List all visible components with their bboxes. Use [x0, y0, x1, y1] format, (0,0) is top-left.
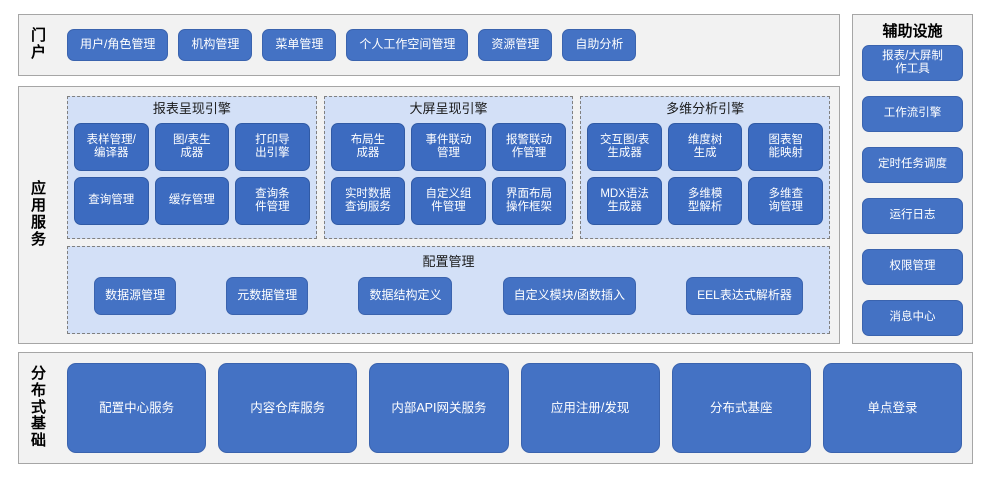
- engine-multidimensional-analysis: 多维分析引擎 交互图/表 生成器 维度树 生成 图表智 能映射 MDX语法 生成…: [580, 96, 831, 239]
- config-management-group: 配置管理 数据源管理 元数据管理 数据结构定义 自定义模块/函数插入 EEL表达…: [67, 246, 830, 334]
- config-item-eel-expression-parser[interactable]: EEL表达式解析器: [686, 277, 803, 315]
- engine-large-screen-rendering: 大屏呈现引擎 布局生 成器 事件联动 管理 报警联动 作管理 实时数据 查询服务…: [323, 96, 574, 239]
- portal-item-menu[interactable]: 菜单管理: [262, 29, 337, 61]
- dist-item-distributed-base[interactable]: 分布式基座: [671, 363, 811, 453]
- dist-item-internal-api-gateway-service[interactable]: 内部API网关服务: [369, 363, 509, 453]
- dist-item-single-sign-on[interactable]: 单点登录: [822, 363, 963, 453]
- distributed-foundation-layer-label: 分 布 式 基 础: [19, 353, 59, 463]
- app-label-char-2: 服: [30, 214, 47, 231]
- aux-item-message-center[interactable]: 消息中心: [862, 300, 963, 336]
- engine-multidimensional-analysis-title: 多维分析引擎: [666, 101, 745, 116]
- aux-item-runtime-log[interactable]: 运行日志: [862, 198, 963, 234]
- engine1-item-cache-management[interactable]: 缓存管理: [154, 176, 230, 225]
- app-label-char-3: 务: [30, 230, 47, 248]
- portal-layer-panel: 门 户 用户/角色管理 机构管理 菜单管理 个人工作空间管理 资源管理 自助分析: [18, 14, 840, 76]
- application-services-layer-panel: 应 用 服 务 报表呈现引擎 表样管理/ 编译器 图/表生 成器 打印导 出引擎…: [18, 86, 840, 344]
- portal-item-self-service-analysis[interactable]: 自助分析: [562, 29, 637, 61]
- aux-item-report-dashboard-tool[interactable]: 报表/大屏制 作工具: [862, 45, 963, 81]
- dist-item-content-repository-service[interactable]: 内容仓库服务: [218, 363, 358, 453]
- config-management-row: 数据源管理 元数据管理 数据结构定义 自定义模块/函数插入 EEL表达式解析器: [74, 276, 823, 316]
- engine1-item-query-management[interactable]: 查询管理: [74, 176, 149, 225]
- engine2-item-event-linkage-management[interactable]: 事件联动 管理: [411, 122, 486, 171]
- engine2-item-custom-component-management[interactable]: 自定义组 件管理: [411, 176, 486, 225]
- engine3-item-mdx-syntax-generator[interactable]: MDX语法 生成器: [587, 176, 662, 225]
- dist-label-char-1: 布: [30, 381, 47, 399]
- engine3-item-dimension-tree-generation[interactable]: 维度树 生成: [667, 122, 743, 171]
- portal-label-char-1: 户: [30, 44, 47, 61]
- portal-item-workspace[interactable]: 个人工作空间管理: [346, 29, 469, 61]
- engine-large-screen-rendering-grid: 布局生 成器 事件联动 管理 报警联动 作管理 实时数据 查询服务 自定义组 件…: [330, 122, 567, 225]
- config-item-data-structure-definition[interactable]: 数据结构定义: [358, 277, 453, 315]
- engine3-item-multidim-query-management[interactable]: 多维查 询管理: [748, 176, 823, 225]
- auxiliary-item-list: 报表/大屏制 作工具 工作流引擎 定时任务调度 运行日志 权限管理 消息中心: [862, 45, 963, 336]
- engine-report-rendering-grid: 表样管理/ 编译器 图/表生 成器 打印导 出引擎 查询管理 缓存管理 查询条 …: [74, 122, 310, 225]
- dist-label-char-0: 分: [30, 365, 47, 382]
- engine3-item-interactive-chart-generator[interactable]: 交互图/表 生成器: [587, 122, 662, 171]
- auxiliary-panel-title: 辅助设施: [882, 23, 943, 40]
- engine-large-screen-rendering-title: 大屏呈现引擎: [409, 101, 488, 116]
- dist-item-app-registry-discovery[interactable]: 应用注册/发现: [520, 363, 660, 453]
- app-label-char-1: 用: [30, 197, 47, 215]
- aux-item-scheduled-task[interactable]: 定时任务调度: [862, 147, 963, 183]
- auxiliary-facilities-panel: 辅助设施 报表/大屏制 作工具 工作流引擎 定时任务调度 运行日志 权限管理 消…: [852, 14, 973, 344]
- engine3-item-multidim-model-parsing[interactable]: 多维模 型解析: [667, 176, 743, 225]
- aux-item-workflow-engine[interactable]: 工作流引擎: [862, 96, 963, 132]
- dist-item-config-center-service[interactable]: 配置中心服务: [67, 363, 207, 453]
- engine-multidimensional-analysis-grid: 交互图/表 生成器 维度树 生成 图表智 能映射 MDX语法 生成器 多维模 型…: [587, 122, 823, 225]
- config-item-metadata-management[interactable]: 元数据管理: [226, 277, 309, 315]
- dist-label-char-3: 基: [30, 415, 47, 433]
- application-services-layer-label: 应 用 服 务: [19, 87, 59, 343]
- engine1-item-template-compiler[interactable]: 表样管理/ 编译器: [74, 122, 149, 171]
- engine1-item-query-condition-management[interactable]: 查询条 件管理: [235, 176, 310, 225]
- aux-item-permission-management[interactable]: 权限管理: [862, 249, 963, 285]
- distributed-foundation-item-row: 配置中心服务 内容仓库服务 内部API网关服务 应用注册/发现 分布式基座 单点…: [67, 363, 963, 453]
- engine2-item-ui-layout-framework[interactable]: 界面布局 操作框架: [491, 176, 567, 225]
- portal-item-user-role[interactable]: 用户/角色管理: [67, 29, 169, 61]
- app-label-char-0: 应: [30, 180, 47, 198]
- engine1-item-chart-table-generator[interactable]: 图/表生 成器: [154, 122, 230, 171]
- engine3-item-chart-smart-mapping[interactable]: 图表智 能映射: [748, 122, 823, 171]
- engine2-item-alarm-action-management[interactable]: 报警联动 作管理: [491, 122, 567, 171]
- engine-report-rendering-title: 报表呈现引擎: [152, 101, 231, 116]
- dist-label-char-4: 础: [30, 432, 47, 450]
- config-item-custom-module-function-insert[interactable]: 自定义模块/函数插入: [502, 277, 636, 315]
- application-services-content: 报表呈现引擎 表样管理/ 编译器 图/表生 成器 打印导 出引擎 查询管理 缓存…: [67, 96, 831, 334]
- portal-label-char-0: 门: [30, 27, 47, 45]
- config-management-title: 配置管理: [422, 254, 475, 269]
- config-item-datasource-management[interactable]: 数据源管理: [94, 277, 177, 315]
- portal-item-resource[interactable]: 资源管理: [478, 29, 553, 61]
- portal-item-organization[interactable]: 机构管理: [178, 29, 253, 61]
- engine-report-rendering: 报表呈现引擎 表样管理/ 编译器 图/表生 成器 打印导 出引擎 查询管理 缓存…: [67, 96, 317, 239]
- portal-item-row: 用户/角色管理 机构管理 菜单管理 个人工作空间管理 资源管理 自助分析: [67, 23, 831, 67]
- portal-layer-label: 门 户: [19, 15, 59, 75]
- engine1-item-print-export-engine[interactable]: 打印导 出引擎: [235, 122, 310, 171]
- dist-label-char-2: 式: [30, 398, 47, 416]
- engine2-item-layout-generator[interactable]: 布局生 成器: [330, 122, 406, 171]
- engines-row: 报表呈现引擎 表样管理/ 编译器 图/表生 成器 打印导 出引擎 查询管理 缓存…: [67, 96, 831, 239]
- distributed-foundation-layer-panel: 分 布 式 基 础 配置中心服务 内容仓库服务 内部API网关服务 应用注册/发…: [18, 352, 973, 464]
- engine2-item-realtime-data-query-service[interactable]: 实时数据 查询服务: [330, 176, 406, 225]
